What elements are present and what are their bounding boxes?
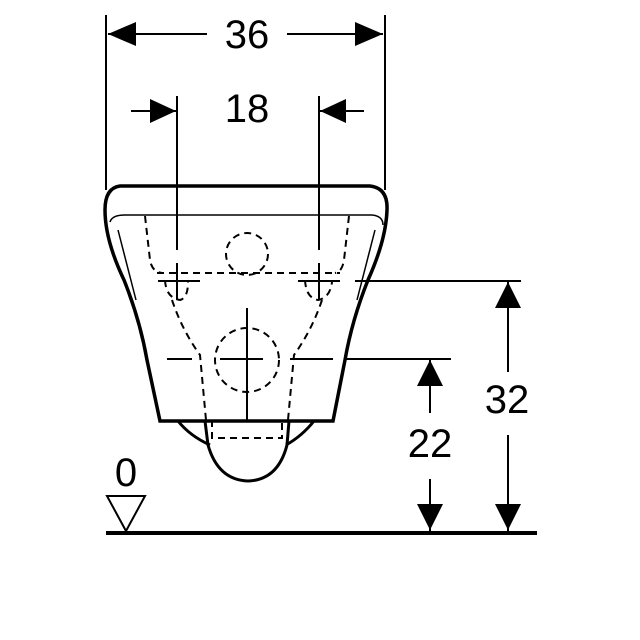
arrowhead-icon: [417, 504, 443, 530]
dimension-label-18: 18: [224, 87, 270, 131]
datum-triangle-icon: [105, 495, 147, 534]
dimension-label-36: 36: [224, 13, 270, 57]
floor-datum: [105, 495, 537, 535]
dimension-label-22: 22: [407, 422, 453, 466]
arrowhead-icon: [495, 504, 521, 530]
arrowhead-icon: [355, 22, 383, 46]
dimension-32-lines: [355, 280, 521, 532]
arrowhead-icon: [108, 22, 136, 46]
arrowhead-icon: [417, 360, 443, 386]
floor-datum-label: 0: [114, 451, 138, 495]
dimension-18-lines: [131, 96, 364, 250]
dimension-36-lines: [105, 15, 386, 190]
toilet-outline: [103, 184, 389, 483]
dimension-22-lines: [345, 358, 451, 532]
dimension-label-32: 32: [484, 378, 530, 422]
arrowhead-icon: [150, 99, 176, 123]
arrowhead-icon: [320, 99, 346, 123]
center-lines: [158, 263, 340, 420]
arrowhead-icon: [495, 282, 521, 308]
